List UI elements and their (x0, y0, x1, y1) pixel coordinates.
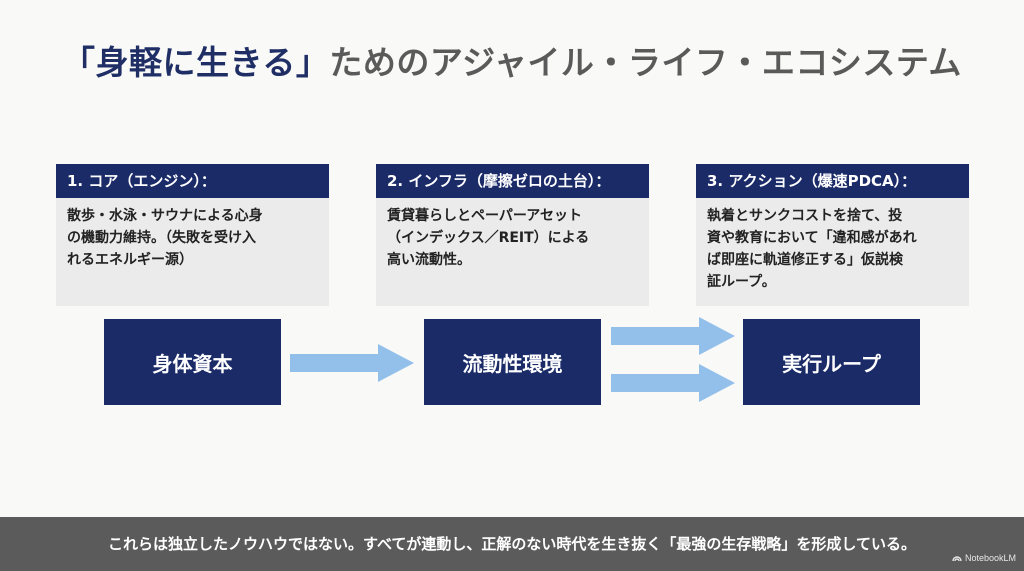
stage-label: 実行ループ (782, 351, 881, 376)
title-rest: ためのアジャイル・ライフ・エコシステム (329, 43, 962, 82)
card-core-line: の機動力維持。（失敗を受け入 (67, 230, 256, 246)
notebooklm-logo-icon (952, 556, 962, 562)
caption-text: これらは独立したノウハウではない。すべてが連動し、正解のない時代を生き抜く「最強… (108, 535, 916, 553)
card-action-line: ば即座に軌道修正する」仮説検 (707, 252, 903, 268)
card-infra-line: 高い流動性。 (387, 252, 471, 268)
card-action-line: 資や教育において「違和感があれ (707, 230, 917, 246)
card-core-header: 1. コア（エンジン）： (56, 164, 329, 198)
caption-bar (0, 517, 1024, 571)
stage-liquidity: 流動性環境 (424, 319, 601, 405)
card-action-body: 執着とサンクコストを捨て、投 資や教育において「違和感があれ ば即座に軌道修正す… (696, 198, 969, 293)
slide-title: 「身軽に生きる」ためのアジャイル・ライフ・エコシステム (0, 36, 1024, 84)
card-core-line: れるエネルギー源） (67, 252, 193, 268)
card-core-body: 散歩・水泳・サウナによる心身 の機動力維持。（失敗を受け入 れるエネルギー源） (56, 198, 329, 271)
brand-watermark: NotebookLM (952, 553, 1016, 563)
stage-label: 身体資本 (152, 351, 233, 376)
card-infra: 2. インフラ（摩擦ゼロの土台）： 賃貸暮らしとペーパーアセット （インデックス… (376, 164, 649, 306)
arrow-right-icon (611, 317, 735, 355)
arrow-right-icon (611, 364, 735, 402)
card-action-line: 証ループ。 (707, 274, 776, 290)
card-infra-line: 賃貸暮らしとペーパーアセット (387, 208, 583, 224)
card-action-header: 3. アクション（爆速PDCA）： (696, 164, 969, 198)
card-core: 1. コア（エンジン）： 散歩・水泳・サウナによる心身 の機動力維持。（失敗を受… (56, 164, 329, 306)
stage-label: 流動性環境 (462, 351, 563, 376)
card-core-line: 散歩・水泳・サウナによる心身 (67, 208, 263, 224)
arrow-right-icon (290, 344, 414, 382)
stage-execution-loop: 実行ループ (743, 319, 920, 405)
card-action-line: 執着とサンクコストを捨て、投 (707, 208, 903, 224)
stage-body-capital: 身体資本 (104, 319, 281, 405)
card-infra-header: 2. インフラ（摩擦ゼロの土台）： (376, 164, 649, 198)
title-accent: 「身軽に生きる」 (62, 43, 330, 82)
card-infra-line: （インデックス／REIT）による (387, 230, 590, 246)
card-infra-body: 賃貸暮らしとペーパーアセット （インデックス／REIT）による 高い流動性。 (376, 198, 649, 271)
brand-label: NotebookLM (964, 553, 1016, 563)
card-action: 3. アクション（爆速PDCA）： 執着とサンクコストを捨て、投 資や教育におい… (696, 164, 969, 306)
